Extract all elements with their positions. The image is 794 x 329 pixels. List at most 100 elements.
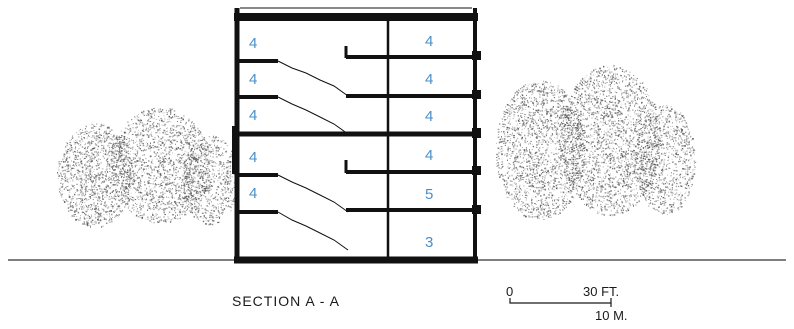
foliage-dot	[179, 167, 181, 169]
foliage-dot	[539, 101, 540, 102]
foliage-dot	[127, 175, 130, 177]
foliage-dot	[112, 147, 114, 150]
foliage-dot	[542, 99, 545, 101]
foliage-dot	[176, 148, 178, 150]
foliage-dot	[130, 211, 132, 213]
foliage-dot	[125, 186, 127, 188]
foliage-dot	[102, 225, 104, 227]
foliage-dot	[202, 148, 204, 150]
foliage-dot	[542, 109, 543, 112]
foliage-dot	[118, 154, 120, 156]
foliage-dot	[557, 187, 558, 189]
foliage-dot	[178, 134, 180, 137]
foliage-dot	[175, 215, 176, 217]
foliage-dot	[83, 208, 85, 210]
foliage-dot	[563, 108, 566, 109]
foliage-dot	[566, 182, 568, 184]
foliage-dot	[187, 154, 190, 156]
foliage-dot	[163, 216, 165, 218]
foliage-dot	[534, 87, 535, 89]
foliage-dot	[119, 150, 121, 152]
foliage-dot	[87, 160, 89, 161]
foliage-dot	[153, 175, 156, 177]
foliage-dot	[72, 151, 74, 153]
foliage-dot	[198, 191, 200, 193]
foliage-dot	[513, 127, 516, 129]
foliage-dot	[209, 150, 211, 152]
foliage-dot	[83, 179, 85, 181]
foliage-dot	[207, 189, 209, 191]
foliage-dot	[67, 207, 70, 209]
foliage-dot	[164, 172, 165, 175]
foliage-dot	[563, 113, 565, 116]
foliage-dot	[198, 139, 200, 141]
foliage-dot	[577, 158, 579, 160]
foliage-dot	[229, 175, 231, 177]
foliage-dot	[105, 169, 107, 171]
foliage-dot	[78, 219, 80, 221]
foliage-dot	[221, 188, 222, 190]
foliage-dot	[120, 210, 122, 213]
foliage-dot	[123, 149, 124, 151]
foliage-dot	[219, 160, 221, 163]
foliage-dot	[193, 157, 195, 160]
foliage-dot	[127, 124, 130, 127]
foliage-dot	[74, 174, 76, 175]
foliage-dot	[142, 159, 144, 161]
foliage-dot	[509, 194, 511, 196]
foliage-dot	[86, 137, 88, 139]
foliage-dot	[189, 179, 191, 180]
foliage-dot	[173, 140, 175, 142]
foliage-dot	[150, 207, 151, 210]
foliage-dot	[190, 168, 192, 170]
foliage-dot	[123, 142, 125, 144]
foliage-dot	[173, 197, 175, 199]
foliage-dot	[86, 154, 89, 156]
foliage-dot	[189, 193, 191, 195]
foliage-dot	[205, 187, 207, 190]
foliage-dot	[174, 139, 177, 141]
foliage-dot	[507, 159, 508, 161]
foliage-dot	[137, 171, 138, 174]
foliage-dot	[539, 90, 542, 92]
foliage-dot	[211, 223, 214, 225]
foliage-dot	[192, 125, 194, 126]
foliage-dot	[164, 204, 167, 206]
foliage-dot	[129, 175, 130, 177]
foliage-dot	[81, 195, 83, 197]
foliage-dot	[125, 176, 128, 178]
foliage-dot	[522, 120, 524, 122]
foliage-dot	[201, 189, 203, 192]
foliage-dot	[528, 216, 530, 218]
foliage-dot	[105, 170, 107, 171]
foliage-dot	[562, 111, 564, 113]
foliage-dot	[175, 190, 177, 192]
foliage-dot	[578, 128, 579, 130]
foliage-dot	[157, 142, 159, 144]
foliage-dot	[521, 101, 523, 103]
foliage-dot	[97, 219, 99, 221]
foliage-dot	[139, 215, 142, 216]
foliage-dot	[576, 172, 579, 174]
foliage-dot	[521, 138, 523, 140]
foliage-dot	[177, 116, 179, 117]
foliage-dot	[96, 155, 97, 157]
foliage-dot	[186, 198, 189, 200]
foliage-dot	[143, 114, 146, 116]
foliage-dot	[561, 177, 562, 180]
foliage-dot	[582, 148, 585, 150]
foliage-dot	[116, 176, 118, 179]
foliage-dot	[550, 88, 552, 91]
foliage-dot	[213, 139, 216, 142]
foliage-dot	[195, 201, 198, 203]
foliage-dot	[512, 152, 514, 154]
foliage-dot	[554, 143, 556, 145]
foliage-dot	[72, 180, 74, 182]
foliage-dot	[150, 191, 152, 193]
foliage-dot	[140, 182, 142, 185]
foliage-dot	[117, 167, 119, 168]
foliage-dot	[141, 164, 143, 166]
foliage-dot	[151, 159, 153, 161]
foliage-dot	[233, 197, 235, 199]
foliage-dot	[141, 198, 143, 200]
